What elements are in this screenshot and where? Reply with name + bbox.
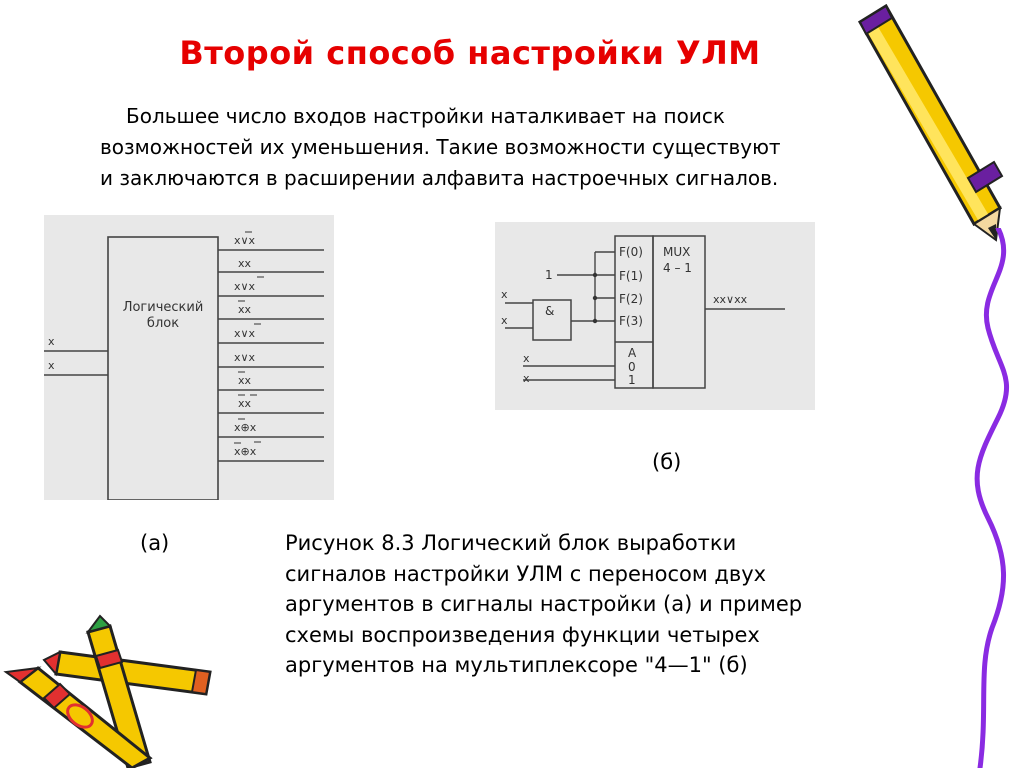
caption-line-4: схемы воспроизведения функции четырех xyxy=(285,622,760,647)
intro-line-3: и заключаются в расширении алфавита наст… xyxy=(100,166,779,190)
page-title: Второй способ настройки УЛМ xyxy=(179,34,761,72)
mux-address-bit-1: 1 xyxy=(628,373,636,387)
output-label-3: x∨x xyxy=(234,280,256,293)
output-label-1: x∨x xyxy=(234,234,256,247)
mux-title: MUX xyxy=(663,245,690,259)
mux-input-f3: F(3) xyxy=(619,314,643,328)
input-x3-label: x xyxy=(523,352,530,365)
figure-a: Логический блок x x x∨x xx x∨x xx x∨x x∨… xyxy=(44,215,334,500)
caption-line-3: аргументов в сигналы настройки (а) и при… xyxy=(285,592,803,616)
mux-subtitle: 4 – 1 xyxy=(663,261,692,275)
output-label-6: x∨x xyxy=(234,351,256,364)
figure-a-label: (а) xyxy=(140,531,170,555)
input-label-xj: x xyxy=(48,359,55,372)
pencil-icon xyxy=(850,0,1024,254)
output-label-8: xx xyxy=(238,397,252,410)
figure-b-label: (б) xyxy=(652,450,682,474)
output-label-5: x∨x xyxy=(234,327,256,340)
input-x1-label: x xyxy=(501,288,508,301)
const-one-label: 1 xyxy=(545,268,553,282)
logic-block xyxy=(107,236,219,500)
mux-input-f2: F(2) xyxy=(619,292,643,306)
output-label-4: xx xyxy=(238,303,252,316)
input-x4-label: x xyxy=(523,372,530,385)
input-label-xi: x xyxy=(48,335,55,348)
logic-block-label-line2: блок xyxy=(147,316,179,331)
output-label-10: x⊕x xyxy=(234,445,257,458)
caption-line-5: аргументов на мультиплексоре "4—1" (б) xyxy=(285,653,748,677)
mux-output-label: xx∨xx xyxy=(713,293,748,306)
squiggle-decoration-icon xyxy=(958,225,1024,772)
intro-line-2: возможностей их уменьшения. Такие возмож… xyxy=(100,135,781,159)
mux-block xyxy=(652,235,706,389)
mux-input-f1: F(1) xyxy=(619,269,643,283)
figure-b: F(0) F(1) F(2) F(3) A 0 1 MUX 4 – 1 & xyxy=(495,222,815,410)
caption-line-1: Рисунок 8.3 Логический блок выработки xyxy=(285,531,737,555)
and-gate-label: & xyxy=(545,304,554,318)
output-label-7: xx xyxy=(238,374,252,387)
and-gate xyxy=(532,299,572,341)
intro-line-1: Большее число входов настройки наталкива… xyxy=(126,104,725,128)
input-x2-label: x xyxy=(501,314,508,327)
crayons-icon xyxy=(0,612,240,772)
mux-input-f0: F(0) xyxy=(619,245,643,259)
output-label-2: xx xyxy=(238,257,252,270)
caption-line-2: сигналов настройки УЛМ с переносом двух xyxy=(285,561,767,586)
mux-address-bit-0: 0 xyxy=(628,360,636,374)
figure-caption: Рисунок 8.3 Логический блок выработки си… xyxy=(285,528,802,681)
output-label-9: x⊕x xyxy=(234,421,257,434)
logic-block-label-line1: Логический xyxy=(123,300,204,315)
mux-address-label: A xyxy=(628,346,637,360)
